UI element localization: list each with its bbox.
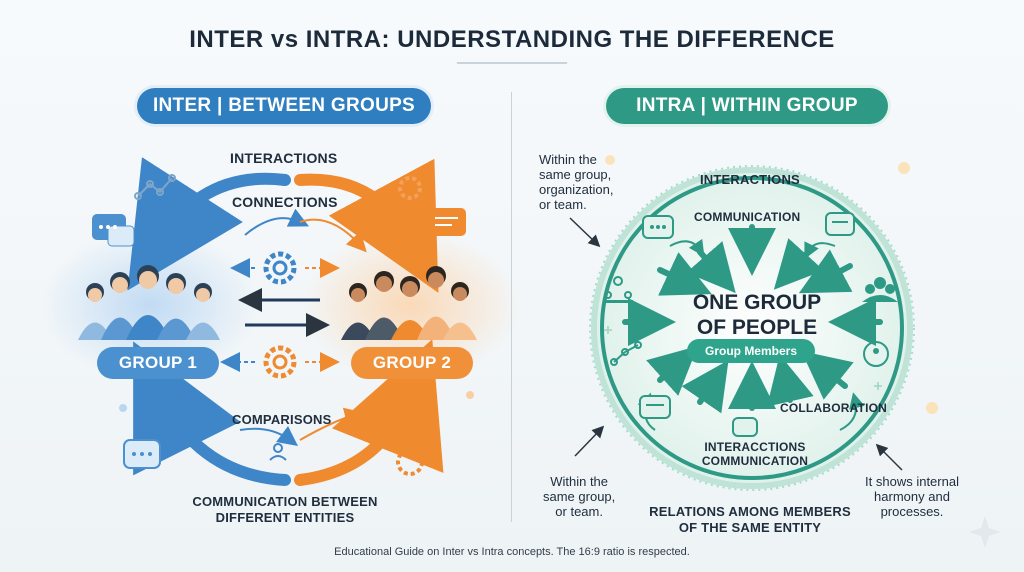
person-icon	[269, 443, 287, 461]
user-circle-icon	[863, 341, 889, 367]
intra-note-bl-line-1: Within the	[550, 474, 609, 489]
intra-interactions-label: INTERACTIONS	[700, 172, 800, 187]
intra-communication-label: COMMUNICATION	[694, 210, 801, 224]
chat-bubble-icon	[123, 439, 161, 469]
intra-header: INTRA | WITHIN GROUP	[606, 88, 888, 124]
intra-note-bottom-left: Within the same group, or team.	[543, 474, 615, 519]
intra-caption-line-2: OF THE SAME ENTITY	[678, 520, 822, 535]
intra-note-top-line-1: Within the	[539, 152, 597, 167]
intra-note-top-line-3: organization,	[539, 182, 614, 197]
inter-connections-label: CONNECTIONS	[232, 194, 338, 210]
intra-bottom-line-2: COMMUNICATION	[701, 454, 809, 468]
group-1-people	[78, 265, 220, 340]
intra-note-top-line-4: or team.	[539, 197, 587, 212]
inter-comparisons-label: COMPARISONS	[232, 412, 332, 427]
inter-interactions-label: INTERACTIONS	[230, 150, 338, 166]
intra-note-br-line-3: processes.	[880, 504, 944, 519]
intra-center-title: ONE GROUP OF PEOPLE	[662, 290, 852, 340]
intra-note-bl-line-3: or team.	[555, 504, 603, 519]
chat-bubble-icon	[825, 212, 855, 236]
intra-caption-line-1: RELATIONS AMONG MEMBERS	[649, 504, 851, 519]
intra-bottom-labels: INTERACCTIONS COMMUNICATION	[690, 440, 820, 468]
gear-icon	[263, 251, 297, 285]
center-title-line-1: ONE GROUP	[692, 291, 822, 314]
intra-note-bl-line-2: same group,	[543, 489, 616, 504]
inter-bottom-arc-orange	[294, 339, 444, 486]
inter-top-arc-orange	[294, 158, 439, 293]
intra-collaboration-label: COLLABORATION	[780, 401, 888, 415]
intra-caption: RELATIONS AMONG MEMBERS OF THE SAME ENTI…	[640, 504, 860, 536]
inter-bottom-arc-blue	[133, 341, 291, 486]
intra-note-top-line-2: same group,	[539, 167, 612, 182]
network-icon	[610, 341, 642, 366]
team-icon	[862, 277, 898, 302]
intra-note-br-line-1: It shows internal	[865, 474, 959, 489]
group-members-badge: Group Members	[687, 339, 815, 363]
inter-caption-line-1: COMMUNICATION BETWEEN	[192, 494, 378, 509]
chat-bubble-icon	[642, 215, 674, 239]
section-divider	[511, 92, 512, 522]
gear-icon	[263, 345, 297, 379]
title-underline	[457, 62, 567, 64]
intra-note-br-line-2: harmony and	[874, 489, 950, 504]
group-2-badge: GROUP 2	[351, 347, 473, 379]
inter-caption-line-2: DIFFERENT ENTITIES	[215, 510, 355, 525]
gear-icon	[396, 433, 439, 476]
intra-circle	[589, 165, 915, 491]
footer-caption: Educational Guide on Inter vs Intra conc…	[334, 546, 690, 558]
chat-bubble-icon	[639, 395, 671, 419]
center-title-line-2: OF PEOPLE	[696, 316, 818, 339]
inter-caption: COMMUNICATION BETWEEN DIFFERENT ENTITIES	[185, 494, 385, 526]
inter-header: INTER | BETWEEN GROUPS	[137, 88, 431, 124]
chat-bubble-icon	[92, 214, 135, 247]
intra-bottom-line-1: INTERACCTIONS	[704, 440, 806, 454]
gear-icon	[398, 176, 422, 200]
group-2-people	[341, 266, 477, 340]
chat-bubble-icon	[732, 417, 758, 437]
chat-bubble-icon	[428, 208, 466, 236]
inter-top-arc-blue	[127, 157, 291, 291]
intra-note-top: Within the same group, organization, or …	[539, 152, 613, 212]
group-1-badge: GROUP 1	[97, 347, 219, 379]
page-title: INTER vs INTRA: UNDERSTANDING THE DIFFER…	[189, 26, 835, 53]
team-icon	[603, 276, 633, 303]
intra-note-bottom-right: It shows internal harmony and processes.	[857, 474, 967, 519]
network-icon	[134, 174, 176, 200]
